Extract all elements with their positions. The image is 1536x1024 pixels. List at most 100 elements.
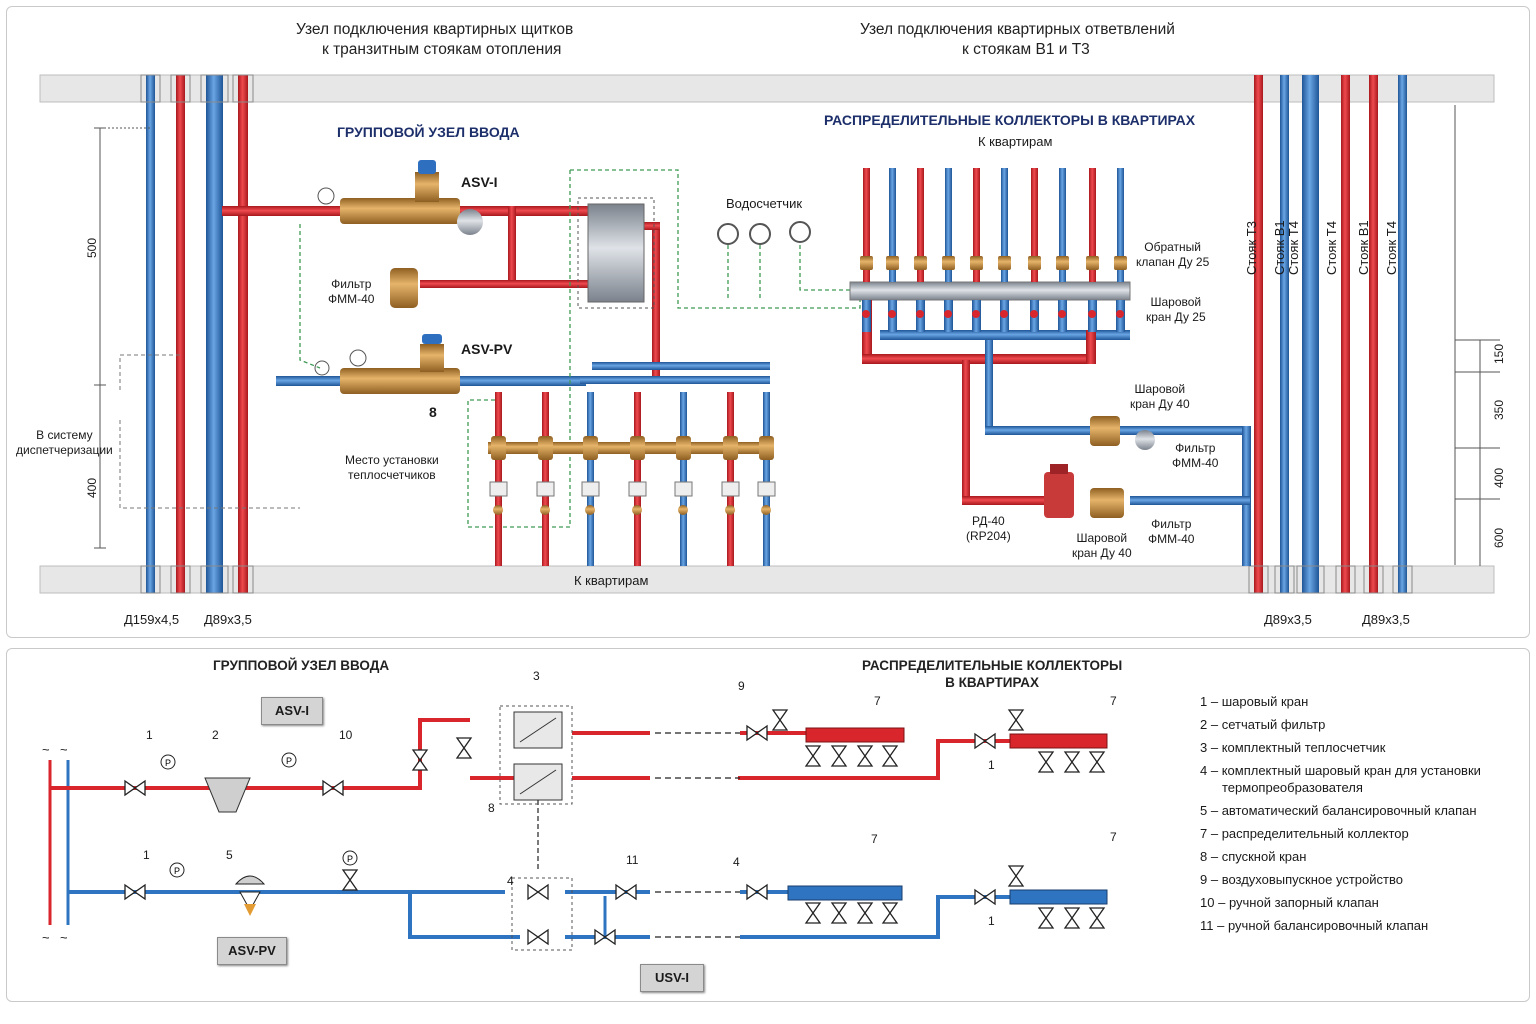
collector-outlet: [886, 168, 899, 332]
filter-fmm40-left: [390, 268, 418, 308]
asv-pv-symbol: [234, 875, 266, 916]
header-left-line1: Узел подключения квартирных щитков: [296, 21, 574, 38]
ball-valve-symbol: [594, 928, 616, 946]
tag-asv-pv: ASV-PV: [217, 937, 287, 965]
ball-valve-symbol: [1007, 865, 1025, 887]
svg-text:P: P: [165, 758, 171, 768]
collector-outlet: [914, 168, 927, 332]
svg-text:P: P: [174, 866, 180, 876]
ball-valve-symbol: [527, 928, 549, 946]
ball-valve-symbol: [341, 869, 359, 891]
legend-item-continued: термопреобразователя: [1222, 780, 1363, 795]
callout-number: 4: [507, 874, 514, 888]
collector-outlet: [860, 168, 873, 332]
collector-outlet: [998, 168, 1011, 332]
asv-pv-number: 8: [429, 404, 437, 420]
svg-text:P: P: [286, 756, 292, 766]
water-meter-label: Водосчетчик: [726, 196, 803, 211]
callout-number: 1: [988, 914, 995, 928]
ball-valve-40-upper: [1090, 416, 1155, 450]
return-collector: [880, 330, 1130, 340]
legend-item: 3 – комплектный теплосчетчик: [1200, 740, 1386, 755]
ball-valve-symbol: [1063, 751, 1081, 773]
d159-label: Д159х4,5: [124, 612, 180, 627]
collector-red-2: [1009, 733, 1108, 749]
ball-valve-symbol: [1007, 709, 1025, 731]
d89-right2-label: Д89х3,5: [1362, 612, 1410, 627]
asv-pv-label: ASV-PV: [461, 341, 513, 357]
legend-item: 11 – ручной балансировочный клапан: [1200, 918, 1429, 933]
strainer-symbol: [204, 777, 251, 813]
ball-valve-symbol: [881, 745, 899, 767]
pressure-gauges: [717, 221, 811, 245]
ball-valve-symbol: [322, 779, 344, 797]
meter-column: [489, 392, 508, 566]
ball-valve-symbol: [411, 749, 429, 771]
ball-valve-symbol: [1037, 907, 1055, 929]
legend-item: 10 – ручной запорный клапан: [1200, 895, 1379, 910]
riser-red-1: [176, 75, 185, 593]
ball-valve-symbol: [830, 745, 848, 767]
rd40-label: РД-40(RP204): [966, 514, 1011, 543]
collector-blue-1: [787, 885, 903, 901]
group-title: ГРУППОВОЙ УЗЕЛ ВВОДА: [337, 124, 520, 140]
meter-column: [536, 392, 555, 566]
riser-red-2: [238, 75, 248, 593]
collector-outlet: [1028, 168, 1041, 332]
callout-number: 7: [874, 694, 881, 708]
ball-valve-symbol: [856, 745, 874, 767]
pressure-gauge-icon: P: [342, 850, 358, 866]
legend-item: 7 – распределительный коллектор: [1200, 826, 1409, 841]
header-right-line1: Узел подключения квартирных ответвлений: [860, 21, 1175, 38]
ball-valve-symbol: [1088, 751, 1106, 773]
riser-t4-a: [1302, 75, 1319, 593]
ball-valve-symbol: [1088, 907, 1106, 929]
header-right-line2: к стоякам В1 и Т3: [962, 41, 1090, 58]
ball-valve-symbol: [124, 779, 146, 797]
ball-valve-symbol: [974, 888, 996, 906]
ball-valve-symbol: [124, 883, 146, 901]
callout-number: 3: [533, 669, 540, 683]
collectors-title: РАСПРЕДЕЛИТЕЛЬНЫЕ КОЛЛЕКТОРЫ В КВАРТИРАХ: [824, 112, 1196, 128]
ball-valve-symbol: [1037, 751, 1055, 773]
break-mark: ~: [60, 930, 68, 945]
legend-item: 9 – воздуховыпускное устройство: [1200, 872, 1403, 887]
heat-exchanger: [587, 203, 645, 303]
riser-t4-b: [1341, 75, 1350, 593]
schematic-group-title: ГРУППОВОЙ УЗЕЛ ВВОДА: [213, 658, 390, 673]
callout-number: 1: [143, 848, 150, 862]
collector-outlet: [942, 168, 955, 332]
ball-valve-symbol: [881, 902, 899, 924]
ceiling-slab: [39, 74, 1495, 103]
pressure-gauge-icon: P: [281, 752, 297, 768]
callout-number: 7: [1110, 694, 1117, 708]
callout-number: 2: [212, 728, 219, 742]
collector-blue-2: [1009, 889, 1108, 905]
pressure-gauge-icon: P: [169, 862, 185, 878]
collector-outlet: [1114, 168, 1127, 332]
header-left-line2: к транзитным стоякам отопления: [322, 41, 562, 58]
riser-t4-c: [1398, 75, 1407, 593]
callout-number: 11: [626, 853, 639, 867]
ball-valve-symbol: [746, 724, 768, 742]
meter-column: [581, 392, 600, 566]
break-mark: ~: [60, 742, 68, 757]
to-apartments-bottom: К квартирам: [574, 573, 649, 588]
ball-valve-symbol: [974, 732, 996, 750]
asv-i-valve: [317, 160, 483, 235]
ball-valve-symbol: [1063, 907, 1081, 929]
collector-outlet: [1086, 168, 1099, 332]
riser-t3: [1254, 75, 1263, 593]
ball-valve-symbol: [830, 902, 848, 924]
tag-asv-i: ASV-I: [261, 697, 323, 725]
left-manifold: [488, 442, 768, 454]
